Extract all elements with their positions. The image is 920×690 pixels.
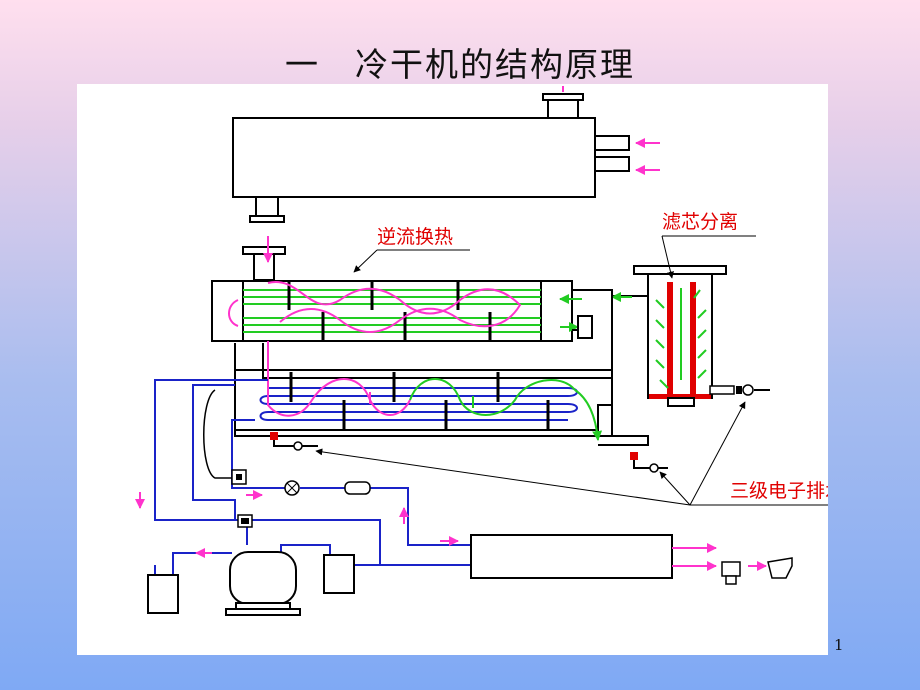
drain-valve-2: [630, 452, 668, 473]
capillary-coil: [203, 389, 253, 528]
drain-valve-icon: [649, 463, 659, 473]
dryer-schematic: 逆流换热 滤芯分离 三级电子排水: [135, 86, 828, 616]
outlet-nozzle: [767, 557, 793, 579]
air-to-air-exchanger: [211, 280, 582, 342]
label-drain: 三级电子排水: [315, 401, 828, 506]
filter-drier: [344, 481, 371, 495]
evaporator: [234, 295, 649, 446]
filter-drain-valve-icon: [742, 384, 754, 396]
exchanger-outlet-stub: [577, 315, 593, 339]
outlet-exchanger: [470, 534, 767, 579]
compressor: [225, 551, 301, 616]
connecting-duct: [572, 289, 648, 331]
outlet-filter: [721, 561, 741, 585]
air-inlet: [242, 236, 286, 281]
refrigerant-flow-arrows: [135, 490, 459, 558]
filter-separator: [633, 265, 770, 407]
accumulator: [147, 574, 179, 614]
label-filter: 滤芯分离: [661, 211, 756, 279]
svg-text:三级电子排水: 三级电子排水: [730, 480, 828, 502]
condenser-vessel: [232, 86, 630, 223]
sight-glass: [284, 480, 300, 496]
svg-text:逆流换热: 逆流换热: [377, 226, 453, 248]
page-number: 1: [834, 636, 844, 654]
refrigerant-piping: [154, 379, 471, 575]
receiver: [323, 554, 355, 594]
drain-valve-icon: [293, 441, 303, 451]
svg-text:滤芯分离: 滤芯分离: [662, 211, 738, 233]
drain-valve-1: [270, 432, 318, 451]
label-counterflow: 逆流换热: [353, 226, 470, 273]
slide-title: 一 冷干机的结构原理: [285, 45, 635, 84]
diagram-panel: 逆流换热 滤芯分离 三级电子排水: [77, 84, 828, 655]
condenser-port-arrows: [635, 138, 660, 175]
